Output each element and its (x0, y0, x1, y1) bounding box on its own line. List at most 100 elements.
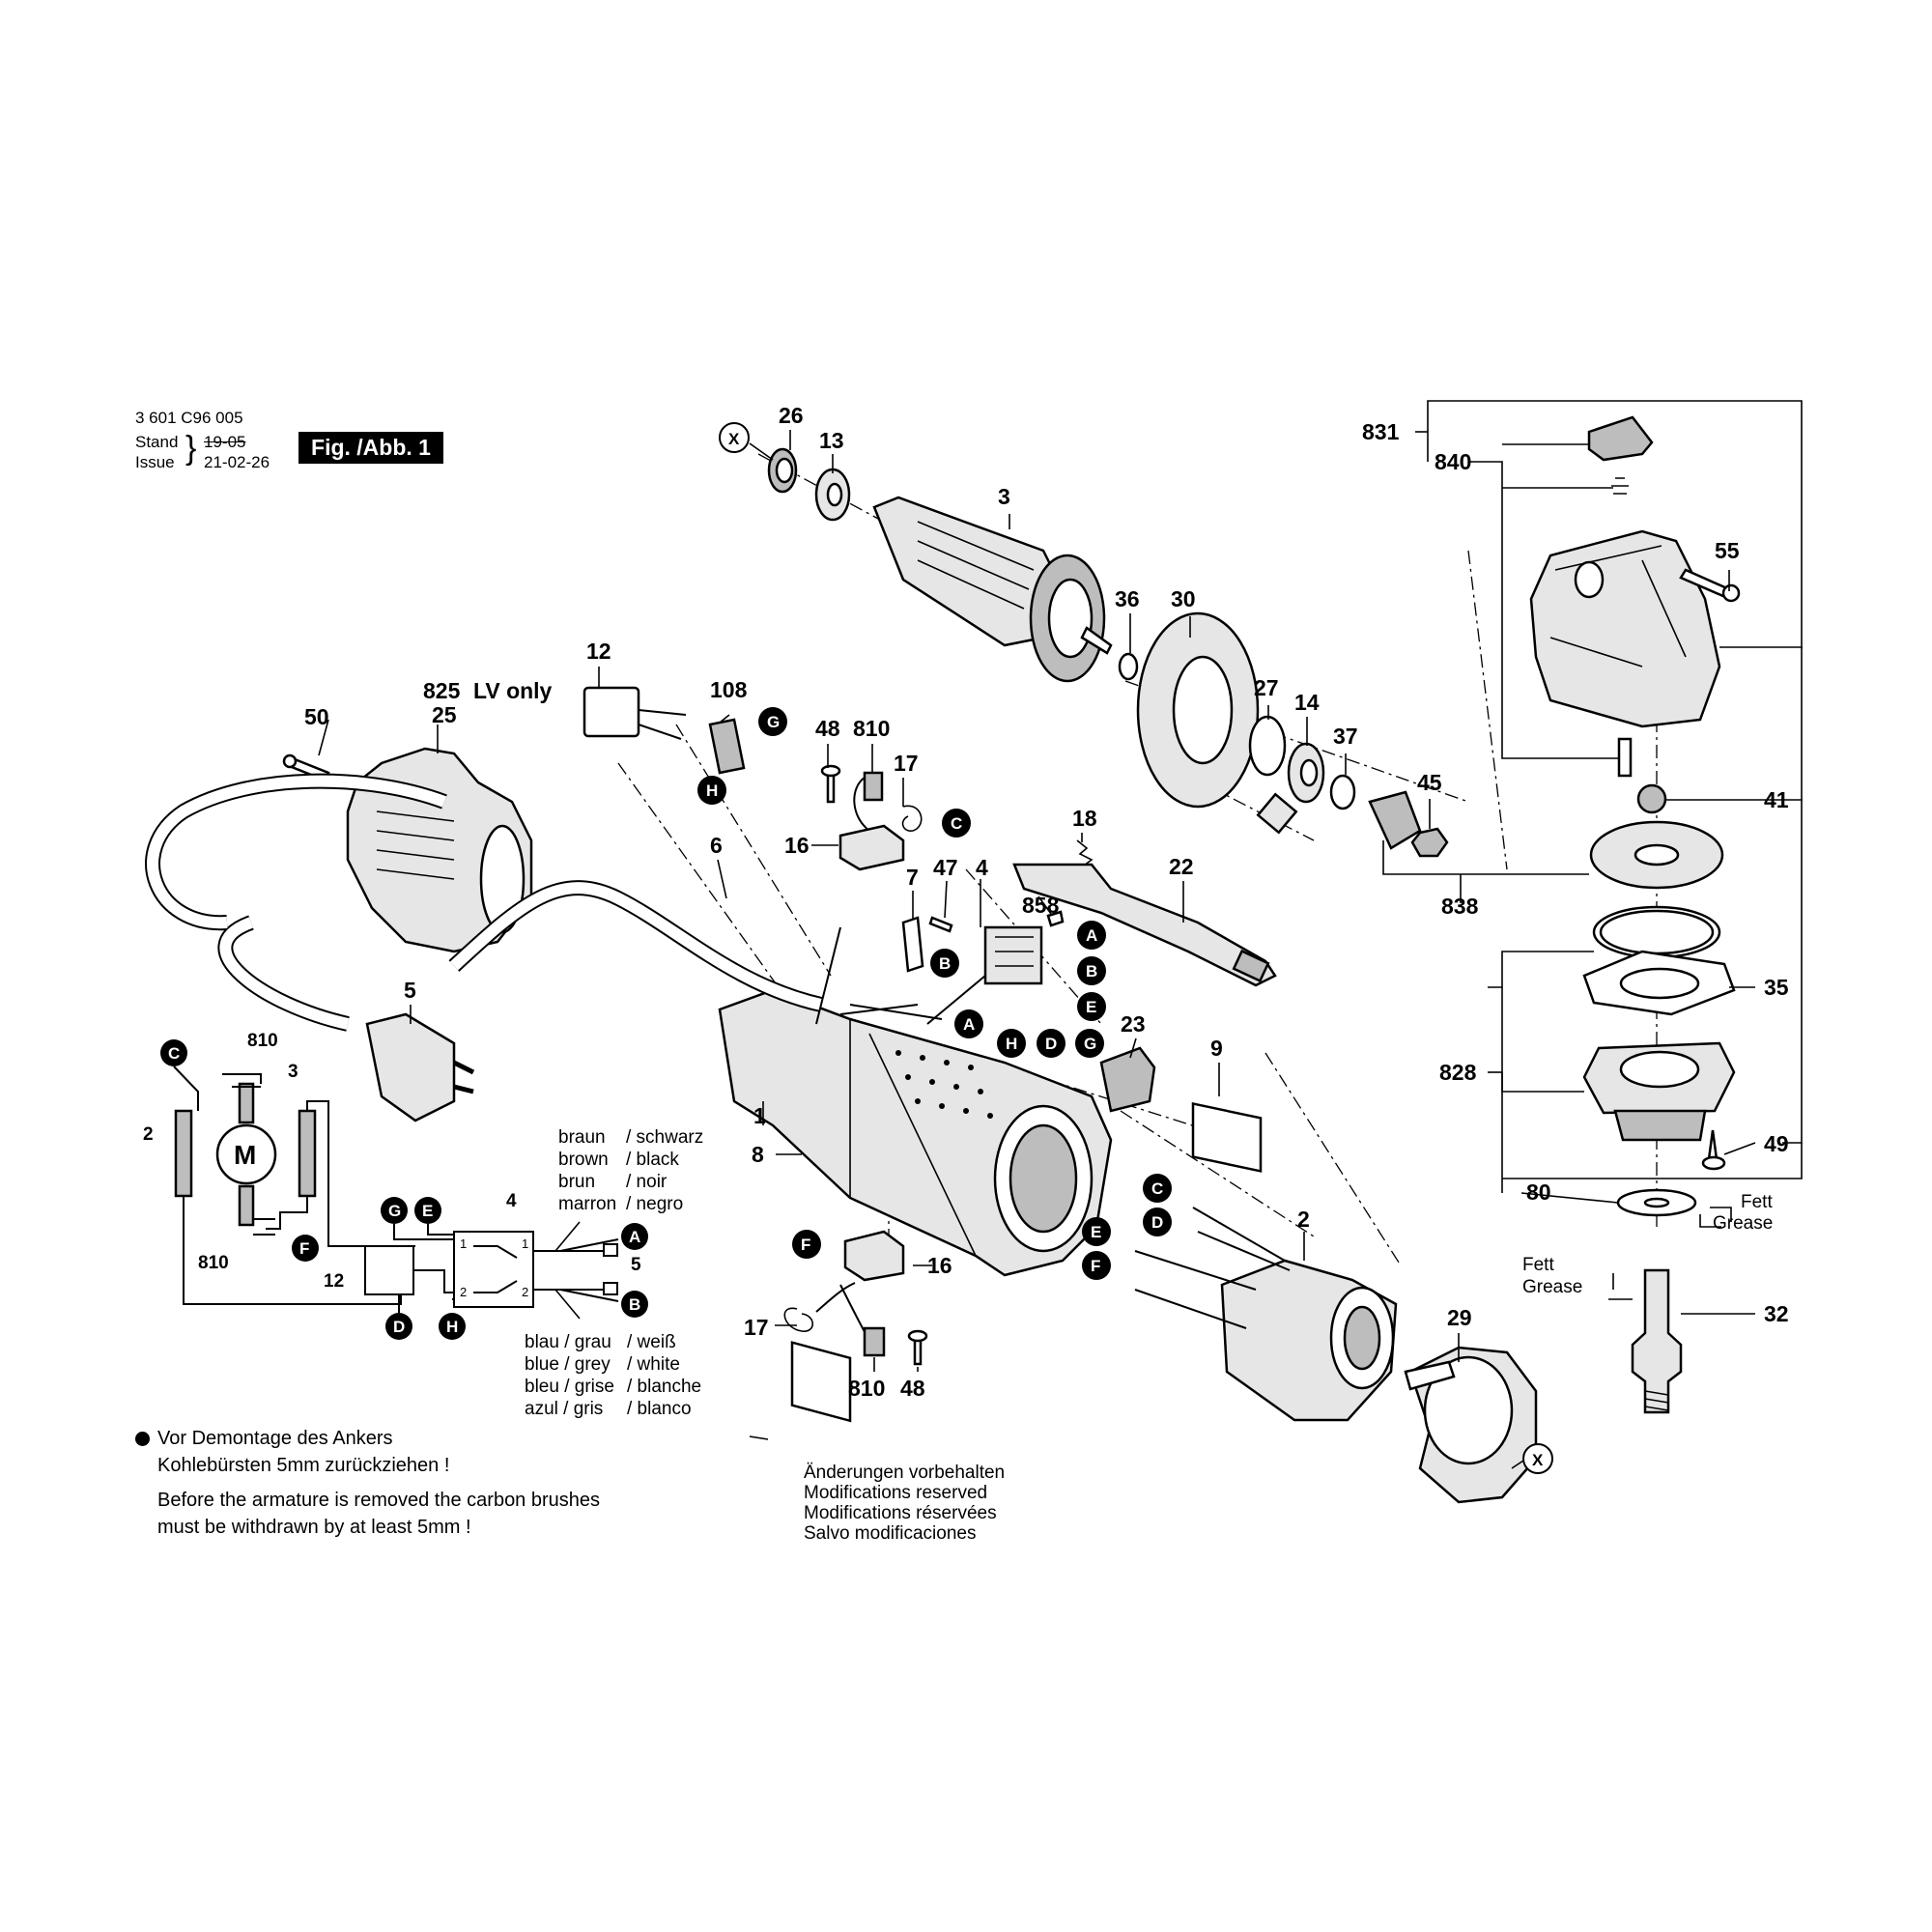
schematic-connector-g: G (388, 1202, 401, 1220)
armature-note-line-2: Kohlebürsten 5mm zurückziehen ! (157, 1455, 450, 1476)
connector-f-brush-bottom: F (801, 1236, 810, 1254)
label-810-top: 810 (853, 716, 890, 741)
wire-color-legend-bottom: blau / grau/ weiß blue / grey/ white ble… (525, 1331, 701, 1420)
issue-value: 21-02-26 (204, 453, 270, 471)
schematic-label-3: 3 (288, 1062, 298, 1082)
label-80: 80 (1526, 1179, 1551, 1205)
connector-g-switch: G (1084, 1035, 1096, 1053)
part-16-brush-holder-bottom (843, 1230, 905, 1282)
armature-group (767, 447, 1113, 683)
part-12-suppressor (582, 686, 640, 738)
label-50: 50 (304, 704, 329, 729)
label-27: 27 (1254, 675, 1279, 700)
schematic-label-5: 5 (631, 1255, 641, 1275)
schematic-connector-e: E (422, 1202, 433, 1220)
switch-pin-2b: 2 (522, 1285, 528, 1299)
label-41: 41 (1764, 787, 1789, 812)
stand-value: 19-05 (204, 433, 246, 451)
label-lv-only: LV only (473, 678, 553, 703)
stand-label: Stand (135, 433, 179, 451)
label-26: 26 (779, 403, 804, 428)
label-49: 49 (1764, 1131, 1789, 1156)
connector-c-field: C (1151, 1179, 1163, 1198)
armature-note: Vor Demontage des Ankers Kohlebürsten 5m… (157, 1425, 600, 1541)
armature-note-line-4: must be withdrawn by at least 5mm ! (157, 1517, 471, 1538)
label-17-bottom: 17 (744, 1315, 769, 1340)
label-5: 5 (404, 978, 416, 1003)
connector-d-switch: D (1045, 1035, 1057, 1053)
wire-color-row: blau / grau/ weiß (525, 1332, 676, 1352)
connector-e-field: E (1091, 1223, 1101, 1241)
schematic-label-810-bottom: 810 (198, 1253, 229, 1273)
schematic-connector-f: F (299, 1239, 309, 1258)
stand-issue-values: 19-05 21-02-26 (204, 432, 270, 472)
label-25: 25 (432, 702, 457, 727)
motor-housing-group (718, 988, 1263, 1423)
grease-markers (1608, 1207, 1732, 1300)
part-47-screw (928, 916, 953, 933)
switch-pin-1b: 1 (522, 1236, 528, 1251)
schematic-connector-h: H (446, 1318, 458, 1336)
part-108-sleeve (708, 718, 746, 775)
schematic-switch (453, 1231, 534, 1308)
label-16-bottom: 16 (927, 1253, 952, 1278)
changes-note-de: Änderungen vorbehalten (804, 1463, 1006, 1483)
label-6: 6 (710, 833, 723, 858)
part-16-brush-holder-top (838, 824, 905, 871)
label-13: 13 (819, 428, 844, 453)
wire-color-row: marron/ negro (558, 1194, 684, 1214)
bullet-dot-icon (135, 1432, 150, 1446)
part-37-washer (1329, 774, 1356, 810)
schematic-connector-a: A (629, 1228, 640, 1246)
part-5-plug (365, 1012, 456, 1122)
armature-note-line-3: Before the armature is removed the carbo… (157, 1490, 601, 1511)
motor-symbol: M (234, 1140, 256, 1170)
part-858-screw (1046, 910, 1065, 927)
document-number: 3 601 C96 005 (135, 409, 243, 427)
label-3: 3 (998, 484, 1010, 509)
connector-g-suppressor: G (767, 713, 780, 731)
label-840: 840 (1435, 449, 1471, 474)
connector-c-brush-top: C (951, 814, 962, 833)
connector-callouts: X X G H C A B E B A H D G C D E F F (697, 422, 1553, 1474)
label-45: 45 (1417, 770, 1442, 795)
brush-holder-top (820, 764, 923, 871)
switch-pin-2a: 2 (460, 1285, 467, 1299)
wire-color-row: azul / gris/ blanco (525, 1399, 692, 1419)
label-23: 23 (1121, 1011, 1146, 1037)
gear-head-group (1529, 415, 1741, 1414)
schematic-label-810-top: 810 (247, 1031, 278, 1051)
issue-label: Issue (135, 453, 175, 471)
bearing-flange-group (1118, 611, 1449, 858)
label-1: 1 (753, 1103, 766, 1128)
part-gear-head-housing (1529, 529, 1721, 728)
wire-color-row: brown/ black (558, 1150, 679, 1170)
part-22-switch-rod (1012, 863, 1277, 987)
field-group (1134, 1207, 1398, 1422)
label-108: 108 (710, 677, 748, 702)
schematic-connector-c: C (168, 1044, 180, 1063)
part-838-pinion (1368, 790, 1422, 850)
connector-b-switch: B (1086, 962, 1097, 980)
end-cover-and-cable (145, 747, 823, 1122)
part-17-spring-top (901, 805, 923, 832)
grease-top-de: Fett (1741, 1192, 1773, 1212)
suppressor-group (582, 686, 746, 775)
label-12: 12 (586, 639, 611, 664)
schematic-label-4: 4 (506, 1191, 517, 1211)
wire-color-row: braun/ schwarz (558, 1127, 704, 1148)
part-number-labels: 26 13 3 36 30 27 14 37 45 831 840 55 41 … (304, 403, 1789, 1401)
guard-group (1404, 1346, 1538, 1504)
stand-issue-block: Stand Issue (135, 432, 178, 472)
part-17-spring-bottom (783, 1307, 814, 1332)
changes-note-es: Salvo modificaciones (804, 1523, 977, 1544)
label-831: 831 (1362, 419, 1400, 444)
wire-color-row: bleu / grise/ blanche (525, 1377, 702, 1397)
part-41-needle-bearing (1636, 783, 1667, 814)
part-4-switch (983, 925, 1043, 985)
label-30: 30 (1171, 586, 1196, 611)
part-8-label (790, 1341, 852, 1423)
part-840-spindle-lock-button (1587, 415, 1654, 462)
connector-d-field: D (1151, 1213, 1163, 1232)
